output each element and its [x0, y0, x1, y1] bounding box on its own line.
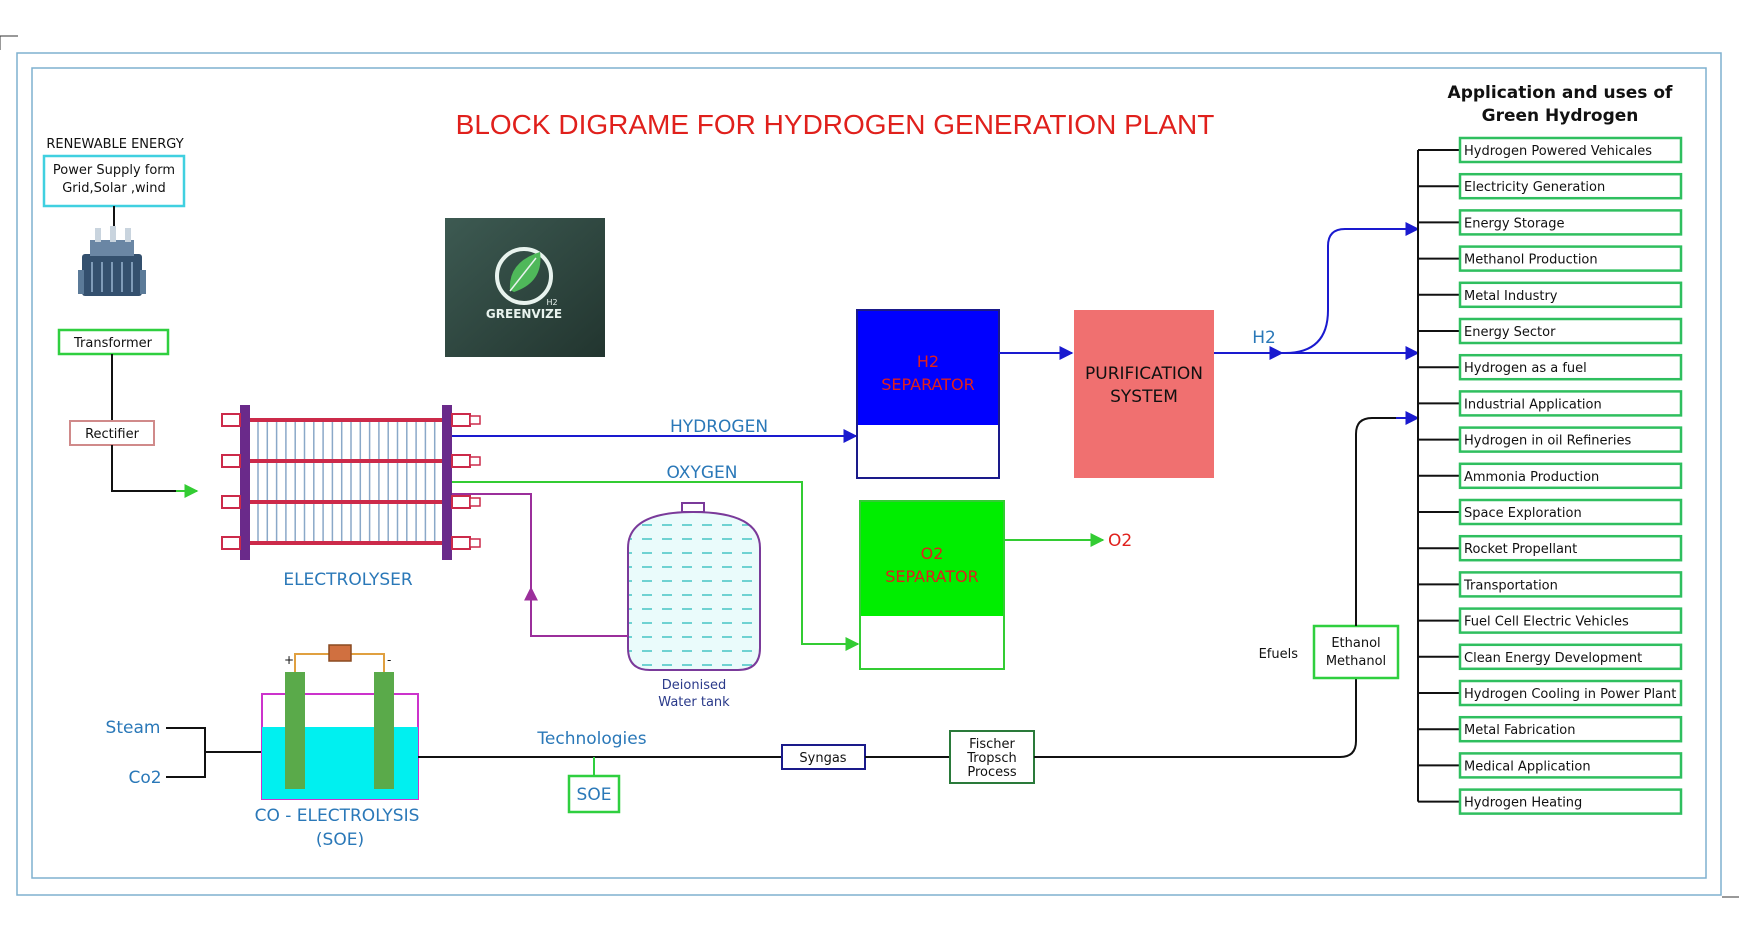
- fischer-line2: Tropsch: [966, 751, 1016, 766]
- fischer-tropsch-box: [949, 730, 1035, 784]
- oxygen-label: OXYGEN: [667, 463, 738, 483]
- greenvize-logo: H2 GREENVIZE: [445, 218, 605, 357]
- water-tank-icon: [627, 502, 761, 671]
- power-supply-box: [42, 154, 186, 208]
- syngas-label: Syngas: [799, 751, 846, 766]
- application-item-label: Metal Industry: [1464, 289, 1558, 304]
- steam-label: Steam: [106, 718, 161, 738]
- co-electrolysis-minus: -: [387, 653, 391, 667]
- application-item-box: [1458, 462, 1683, 490]
- application-item-label: Methanol Production: [1464, 253, 1598, 268]
- logo-brand: GREENVIZE: [486, 307, 562, 321]
- transformer-box: [57, 328, 170, 356]
- transformer-label: Transformer: [73, 336, 153, 351]
- application-item-box: [1458, 136, 1683, 164]
- applications-heading-1: Application and uses of: [1448, 83, 1673, 103]
- o2-separator: O2 SEPARATOR: [859, 500, 1005, 670]
- application-item-label: Hydrogen Powered Vehicales: [1464, 144, 1652, 159]
- o2-separator-line1: O2: [921, 544, 944, 563]
- application-item-box: [1458, 607, 1683, 634]
- application-item-box: [1458, 498, 1683, 526]
- application-item-label: Rocket Propellant: [1464, 542, 1577, 557]
- oxygen-flow-line: [452, 481, 860, 651]
- efuels-label: Efuels: [1259, 647, 1299, 662]
- fischer-line3: Process: [967, 765, 1017, 780]
- h2-output-label: H2: [1252, 328, 1276, 348]
- water-tank-label-line2: Water tank: [658, 695, 730, 710]
- co-electrolysis-line2: (SOE): [316, 830, 364, 850]
- application-item-box: [1458, 715, 1683, 743]
- h2-separator: H2 SEPARATOR: [856, 309, 1000, 479]
- renewable-energy-group: RENEWABLE ENERGY Power Supply form Grid,…: [42, 137, 186, 232]
- application-item-label: Metal Fabrication: [1464, 723, 1576, 738]
- electrolyser-label: ELECTROLYSER: [283, 570, 413, 590]
- co-electrolysis-plus: +: [284, 653, 294, 667]
- o2-separator-line2: SEPARATOR: [885, 567, 979, 586]
- purification-system: PURIFICATION SYSTEM: [1074, 310, 1214, 478]
- application-item-label: Hydrogen Cooling in Power Plant: [1464, 687, 1676, 702]
- ethanol-line1: Ethanol: [1331, 636, 1380, 651]
- application-item-box: [1458, 209, 1683, 236]
- application-item-box: [1458, 752, 1683, 779]
- application-item-label: Hydrogen as a fuel: [1464, 361, 1587, 376]
- application-item-label: Energy Storage: [1464, 216, 1565, 231]
- transformer-icon: [78, 226, 146, 296]
- water-tank-label-line1: Deionised: [662, 678, 726, 693]
- h2-separator-line1: H2: [917, 352, 939, 371]
- application-item-label: Electricity Generation: [1464, 180, 1605, 195]
- logo-sub: H2: [546, 298, 557, 307]
- application-item-box: [1458, 534, 1683, 562]
- applications-heading-2: Green Hydrogen: [1482, 106, 1639, 126]
- application-item-box: [1458, 643, 1683, 671]
- application-item-label: Hydrogen in oil Refineries: [1464, 434, 1631, 449]
- application-item-label: Ammonia Production: [1464, 470, 1599, 485]
- application-item-label: Clean Energy Development: [1464, 651, 1642, 666]
- co-electrolysis-line1: CO - ELECTROLYSIS: [255, 806, 420, 826]
- ethanol-methanol-box: [1312, 624, 1400, 680]
- application-item-box: [1458, 390, 1683, 417]
- application-item-box: [1458, 679, 1683, 707]
- page-title: BLOCK DIGRAME FOR HYDROGEN GENERATION PL…: [456, 109, 1215, 140]
- h2-separator-line2: SEPARATOR: [881, 375, 975, 394]
- application-item-box: [1458, 353, 1683, 381]
- application-item-box: [1458, 317, 1683, 345]
- hydrogen-label: HYDROGEN: [670, 417, 768, 437]
- technologies-label: Technologies: [536, 729, 646, 749]
- application-item-label: Space Exploration: [1464, 506, 1582, 521]
- page-frame: [0, 35, 1739, 898]
- fischer-line1: Fischer: [969, 737, 1015, 752]
- power-supply-line2: Grid,Solar ,wind: [62, 181, 166, 196]
- application-item-label: Transportation: [1463, 578, 1558, 593]
- rectifier-label: Rectifier: [85, 427, 139, 442]
- leaf-circuit-icon: [495, 247, 553, 305]
- purification-line2: SYSTEM: [1110, 387, 1178, 407]
- application-item-box: [1458, 788, 1683, 815]
- application-item-label: Medical Application: [1464, 759, 1591, 774]
- purification-line1: PURIFICATION: [1085, 364, 1203, 384]
- application-item-label: Fuel Cell Electric Vehicles: [1464, 615, 1629, 630]
- ethanol-line2: Methanol: [1326, 654, 1386, 669]
- soe-box: [567, 774, 621, 814]
- power-supply-line1: Power Supply form: [53, 163, 175, 178]
- water-tank-feed-line: [452, 493, 628, 637]
- soe-label: SOE: [577, 785, 612, 805]
- application-item-box: [1458, 571, 1683, 598]
- application-item-label: Hydrogen Heating: [1464, 796, 1582, 811]
- rectifier-to-electrolyser-line: [111, 445, 196, 492]
- co2-label: Co2: [128, 768, 161, 788]
- co-electrolysis-cell: + -: [261, 644, 419, 800]
- o2-output-label: O2: [1108, 531, 1132, 551]
- electrolyser-stack: [221, 405, 481, 560]
- application-item-box: [1458, 172, 1683, 200]
- application-item-label: Industrial Application: [1464, 397, 1602, 412]
- application-item-label: Energy Sector: [1464, 325, 1556, 340]
- renewable-energy-heading: RENEWABLE ENERGY: [46, 137, 183, 152]
- efuels-flow-line: [1034, 678, 1357, 758]
- application-item-box: [1458, 281, 1683, 309]
- application-item-box: [1458, 245, 1683, 272]
- application-item-box: [1458, 426, 1683, 453]
